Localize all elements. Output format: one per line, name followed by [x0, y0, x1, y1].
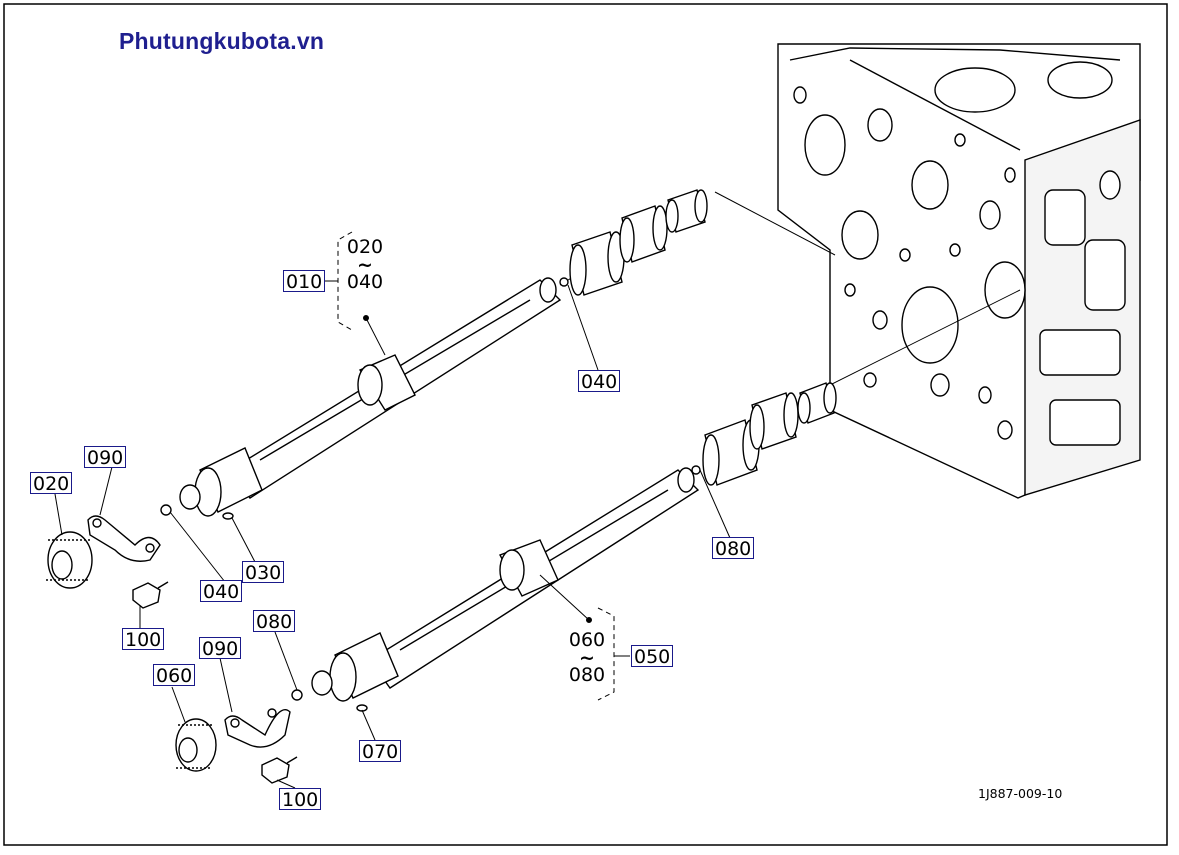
- callout-040-upper[interactable]: 040: [578, 370, 621, 393]
- range-sep: ~: [357, 254, 373, 276]
- upper-gear: [46, 531, 93, 589]
- range-020-040: 020 ~ 040: [340, 236, 390, 294]
- range-to: 080: [568, 664, 606, 686]
- upper-bolt: [132, 581, 169, 609]
- lower-retainer-plate: [224, 708, 291, 748]
- callout-010[interactable]: 010: [283, 270, 326, 293]
- upper-balancer-shaft: [160, 277, 569, 520]
- callout-080-right[interactable]: 080: [712, 537, 755, 560]
- range-060-080: 060 ~ 080: [562, 629, 612, 687]
- lower-balancer-shaft: [291, 465, 701, 712]
- callout-090-lower[interactable]: 090: [199, 637, 242, 660]
- callout-040-lower[interactable]: 040: [200, 580, 243, 603]
- drawing-border: [3, 3, 1168, 846]
- callout-050[interactable]: 050: [631, 645, 674, 668]
- range-from: 060: [568, 629, 606, 651]
- callout-020[interactable]: 020: [30, 472, 73, 495]
- leader-lines: [54, 231, 731, 789]
- range-sep: ~: [579, 647, 595, 669]
- drawing-number: 1J887-009-10: [978, 786, 1063, 801]
- upper-bushings: [569, 189, 708, 296]
- callout-070[interactable]: 070: [359, 740, 402, 763]
- lower-gear: [175, 718, 217, 772]
- callout-100-upper[interactable]: 100: [122, 628, 165, 651]
- range-from: 020: [346, 236, 384, 258]
- callout-100-lower[interactable]: 100: [279, 788, 322, 811]
- range-to: 040: [346, 271, 384, 293]
- callout-060[interactable]: 060: [153, 664, 196, 687]
- callout-080-left[interactable]: 080: [253, 610, 296, 633]
- callout-030[interactable]: 030: [242, 561, 285, 584]
- watermark: Phutungkubota.vn: [119, 28, 325, 54]
- lower-bushings: [702, 382, 837, 486]
- upper-retainer-plate: [87, 515, 161, 562]
- callout-090-upper[interactable]: 090: [84, 446, 127, 469]
- engine-block: [777, 43, 1141, 499]
- lower-bolt: [261, 756, 298, 784]
